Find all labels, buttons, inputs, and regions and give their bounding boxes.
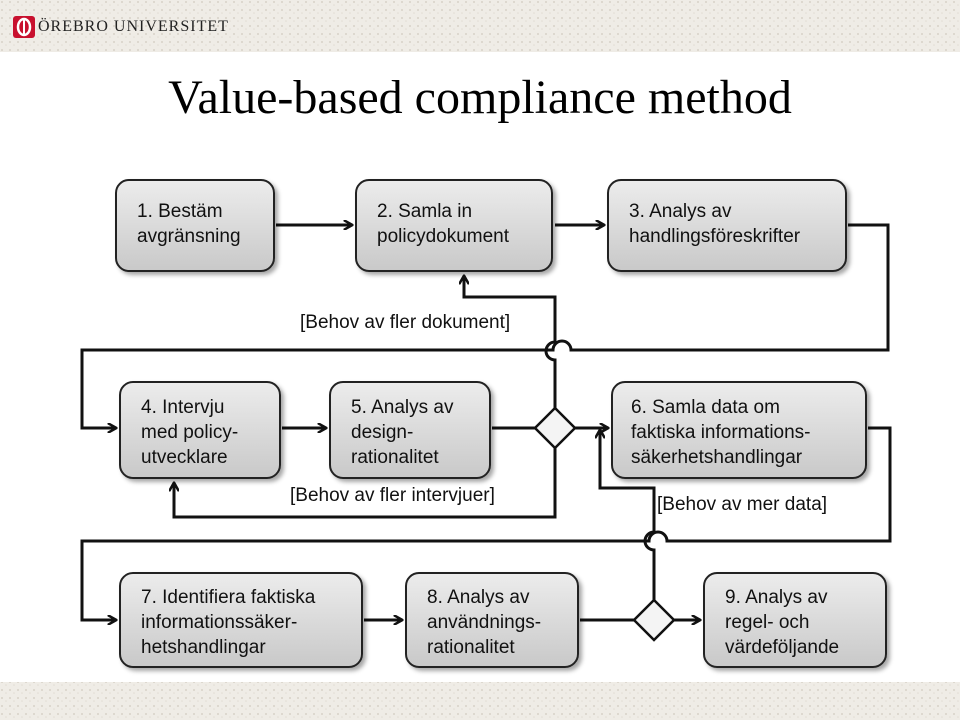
guard-more-documents: [Behov av fler dokument] <box>300 312 511 333</box>
step-4-box: 4. Intervju med policy- utvecklare <box>119 381 281 479</box>
step-7-box: 7. Identifiera faktiska informationssäke… <box>119 572 363 668</box>
bottom-texture-strip <box>0 682 960 720</box>
arrow-decision-2-to-6 <box>600 430 656 600</box>
slide-title: Value-based compliance method <box>168 71 792 124</box>
step-1-box: 1. Bestäm avgränsning <box>115 179 275 272</box>
arrow-decision-1-to-4 <box>174 448 557 519</box>
step-2-box: 2. Samla in policydokument <box>355 179 553 272</box>
step-3-box: 3. Analys av handlingsföreskrifter <box>607 179 847 272</box>
decision-diamond-1 <box>533 406 577 450</box>
arrow-decision-1-to-2 <box>464 276 557 408</box>
top-texture-strip <box>0 0 960 52</box>
step-6-box: 6. Samla data om faktiska informations- … <box>611 381 867 479</box>
step-9-box: 9. Analys av regel- och värdeföljande <box>703 572 887 668</box>
guard-more-interviews: [Behov av fler intervjuer] <box>290 485 495 506</box>
step-8-box: 8. Analys av användnings- rationalitet <box>405 572 579 668</box>
decision-diamond-2 <box>632 598 676 642</box>
arrow-3-to-4 <box>80 223 890 428</box>
arrow-6-to-7 <box>80 426 892 620</box>
university-name: ÖREBRO UNIVERSITET <box>38 18 229 35</box>
step-5-box: 5. Analys av design- rationalitet <box>329 381 491 479</box>
orebro-university-logo-icon <box>13 16 35 38</box>
guard-more-data: [Behov av mer data] <box>657 494 828 515</box>
university-logo: ÖREBRO UNIVERSITET <box>12 12 229 42</box>
